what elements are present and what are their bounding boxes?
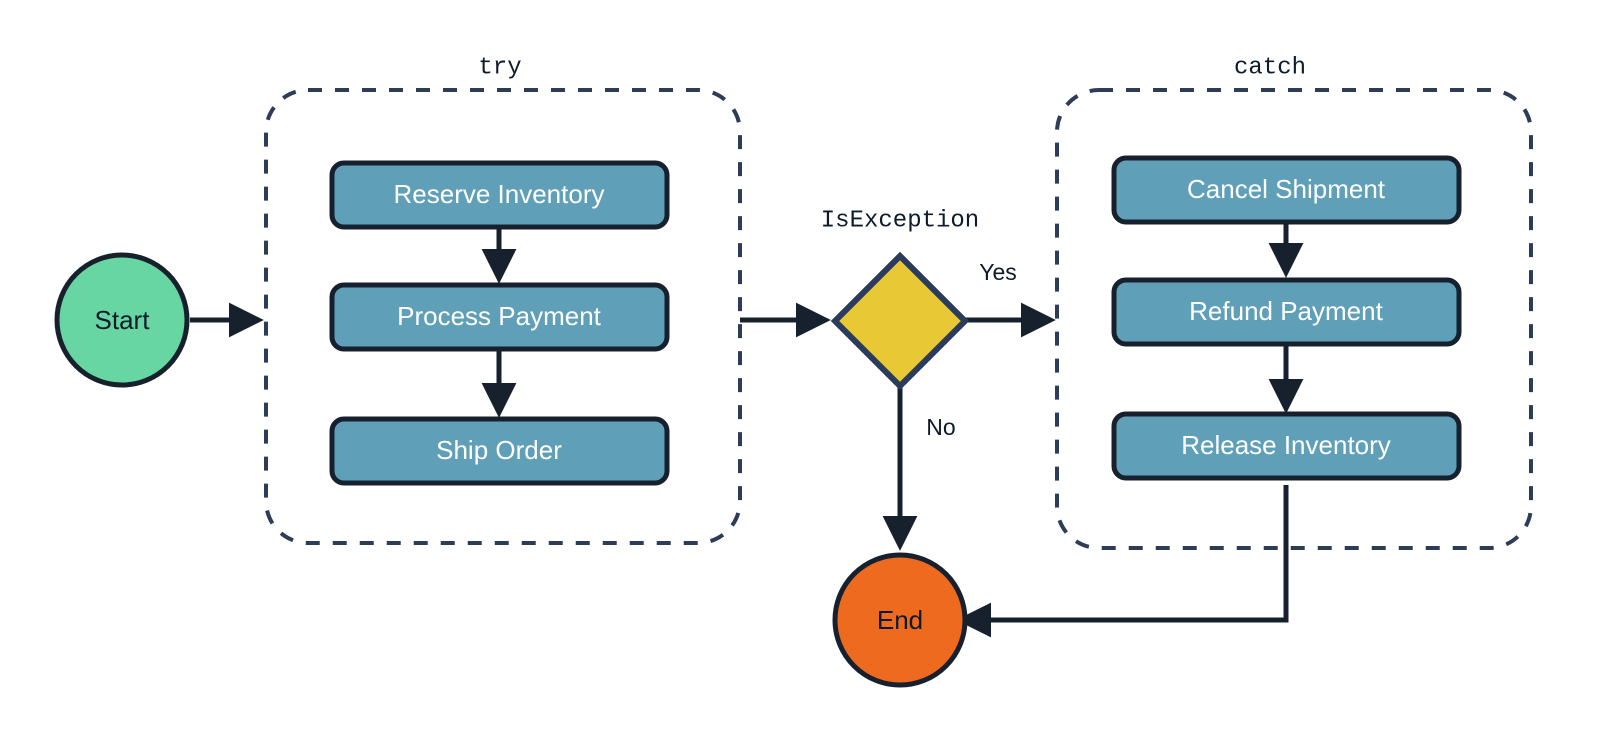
group-catch: catch bbox=[1055, 54, 1533, 550]
edge-label-yes: Yes bbox=[979, 259, 1017, 285]
is-exception-diamond bbox=[830, 251, 970, 391]
edge-release-to-end bbox=[956, 485, 1289, 638]
start-circle bbox=[54, 252, 190, 388]
release-inventory-label: Release Inventory bbox=[1181, 430, 1391, 460]
node-is-exception[interactable]: IsException bbox=[821, 207, 979, 391]
ship-order-label: Ship Order bbox=[436, 435, 562, 465]
reserve-inventory-label: Reserve Inventory bbox=[394, 179, 605, 209]
try-group-label: try bbox=[478, 54, 521, 81]
node-process-payment[interactable]: Process Payment bbox=[329, 282, 670, 352]
catch-group-label: catch bbox=[1234, 54, 1306, 81]
group-try: try bbox=[264, 54, 742, 545]
process-payment-box bbox=[329, 282, 670, 352]
catch-group-border bbox=[1055, 88, 1533, 550]
cancel-shipment-label: Cancel Shipment bbox=[1187, 174, 1386, 204]
ship-order-box bbox=[329, 416, 670, 486]
end-circle bbox=[832, 552, 968, 688]
cancel-shipment-box bbox=[1111, 155, 1462, 225]
node-end[interactable]: End bbox=[832, 552, 968, 688]
try-group-border bbox=[264, 88, 742, 545]
start-label: Start bbox=[95, 305, 151, 335]
node-ship-order[interactable]: Ship Order bbox=[329, 416, 670, 486]
refund-payment-box bbox=[1111, 277, 1462, 347]
end-label: End bbox=[877, 605, 923, 635]
node-start[interactable]: Start bbox=[54, 252, 190, 388]
reserve-inventory-box bbox=[329, 160, 670, 230]
edge-label-no: No bbox=[926, 414, 955, 440]
release-inventory-box bbox=[1111, 411, 1462, 481]
refund-payment-label: Refund Payment bbox=[1189, 296, 1383, 326]
node-cancel-shipment[interactable]: Cancel Shipment bbox=[1111, 155, 1462, 225]
node-reserve-inventory[interactable]: Reserve Inventory bbox=[329, 160, 670, 230]
edge-layer: Yes No bbox=[190, 222, 1304, 638]
process-payment-label: Process Payment bbox=[397, 301, 602, 331]
node-release-inventory[interactable]: Release Inventory bbox=[1111, 411, 1462, 481]
is-exception-label: IsException bbox=[821, 207, 979, 234]
node-refund-payment[interactable]: Refund Payment bbox=[1111, 277, 1462, 347]
